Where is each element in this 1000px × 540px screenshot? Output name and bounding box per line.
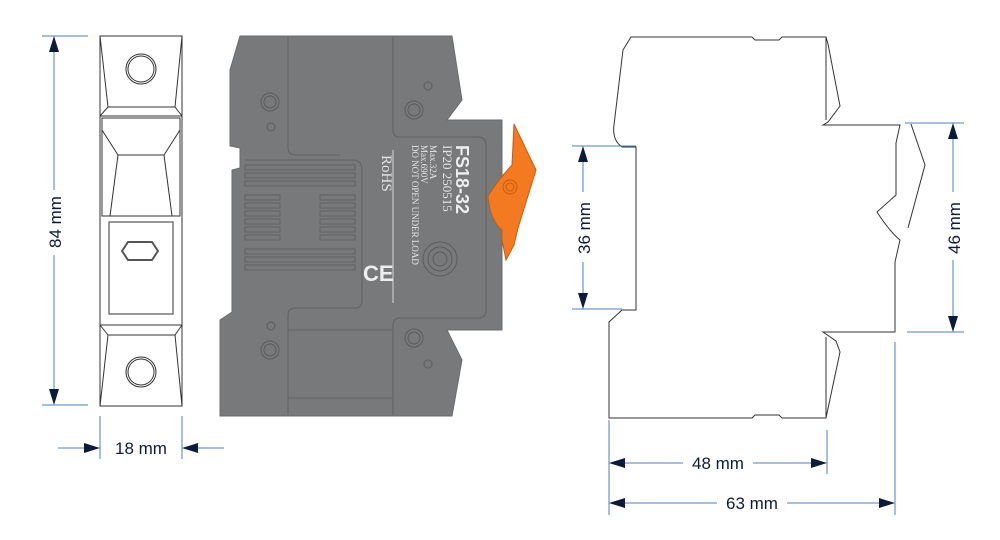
max-voltage-label: Max.690V — [419, 145, 429, 184]
front-width-dimension — [58, 416, 224, 459]
side-view-body — [219, 35, 503, 417]
depth-inner-label: 48 mm — [692, 454, 744, 473]
ip-date-label: IP20 250515 — [440, 145, 455, 212]
profile-left-height-label: 36 mm — [575, 202, 594, 254]
orange-handle — [487, 123, 537, 262]
front-height-label: 84 mm — [46, 196, 65, 248]
front-height-dimension — [42, 35, 88, 406]
model-label: FS18-32 — [452, 145, 472, 214]
profile-depth-dimensions — [608, 342, 896, 515]
ce-mark: CE — [363, 261, 394, 286]
profile-right-dimension — [905, 122, 964, 333]
profile-left-dimension — [572, 145, 636, 310]
front-view — [99, 35, 183, 407]
warning-label: DO NOT OPEN UNDER LOAD — [410, 145, 420, 265]
screw-holes — [260, 81, 458, 369]
vent-slots — [244, 164, 356, 271]
depth-total-label: 63 mm — [726, 494, 778, 513]
profile-view-outline — [608, 36, 926, 419]
side-label-group: FS18-32 IP20 250515 Max.32A Max.690V DO … — [363, 145, 472, 286]
front-width-label: 18 mm — [115, 439, 167, 458]
profile-right-height-label: 46 mm — [945, 202, 964, 254]
max-current-label: Max.32A — [428, 145, 438, 180]
rohs-label: RoHS — [378, 155, 394, 192]
